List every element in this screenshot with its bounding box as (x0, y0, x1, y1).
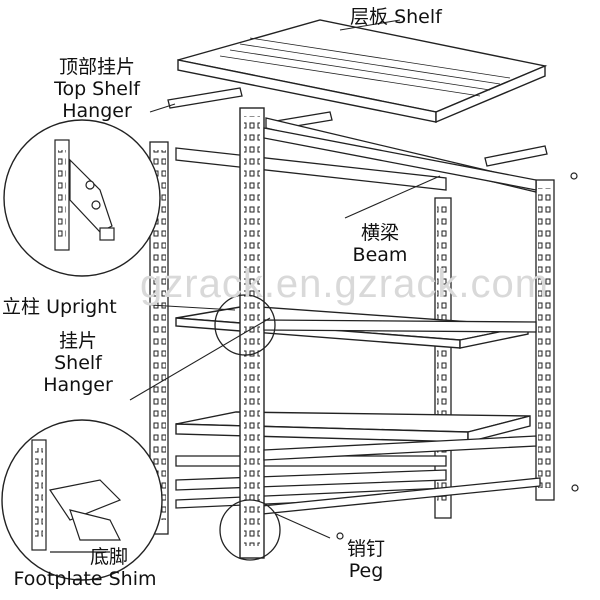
leader-lines (129, 19, 441, 539)
top-shelf-panel (177, 19, 548, 124)
beam-front (263, 127, 537, 461)
peg-pins (336, 172, 579, 540)
label-peg-en: Peg (348, 560, 384, 582)
label-shelf-hanger-en2: Hanger (43, 374, 113, 396)
label-beam-cn: 横梁 (360, 222, 399, 244)
label-footplate-shim-cn: 底脚 (90, 546, 129, 568)
label-shelf-cn: 层板 (350, 6, 389, 28)
label-shelf-hanger: 挂片 Shelf Hanger (28, 330, 128, 396)
label-shelf: 层板 Shelf (350, 6, 442, 28)
label-footplate-shim: 底脚 Footplate Shim (0, 546, 170, 590)
joint-circles (214, 294, 281, 561)
label-beam: 横梁 Beam (345, 222, 415, 266)
label-upright: 立柱 Upright (2, 296, 117, 318)
label-shelf-hanger-cn: 挂片 (58, 330, 97, 352)
upright-left (149, 141, 169, 535)
label-footplate-shim-en: Footplate Shim (13, 568, 157, 590)
label-top-shelf-hanger-en2: Hanger (62, 100, 132, 122)
label-beam-en: Beam (352, 244, 408, 266)
label-top-shelf-hanger: 顶部挂片 Top Shelf Hanger (32, 56, 162, 122)
label-peg: 销钉 Peg (336, 538, 396, 582)
label-top-shelf-hanger-en1: Top Shelf (54, 78, 140, 100)
detail-footplate (31, 439, 122, 553)
label-top-shelf-hanger-cn: 顶部挂片 (58, 56, 135, 78)
shelf-lower (175, 411, 531, 443)
label-peg-cn: 销钉 (346, 538, 385, 560)
beam-bottom (175, 455, 541, 515)
detail-top-hanger (54, 139, 115, 251)
label-shelf-en: Shelf (394, 6, 442, 28)
label-upright-en: Upright (46, 296, 117, 318)
label-upright-cn: 立柱 (2, 296, 41, 318)
label-shelf-hanger-en1: Shelf (54, 352, 102, 374)
rear-uprights (434, 179, 555, 519)
watermark: gzrack.en.gzrack.com (140, 262, 550, 306)
